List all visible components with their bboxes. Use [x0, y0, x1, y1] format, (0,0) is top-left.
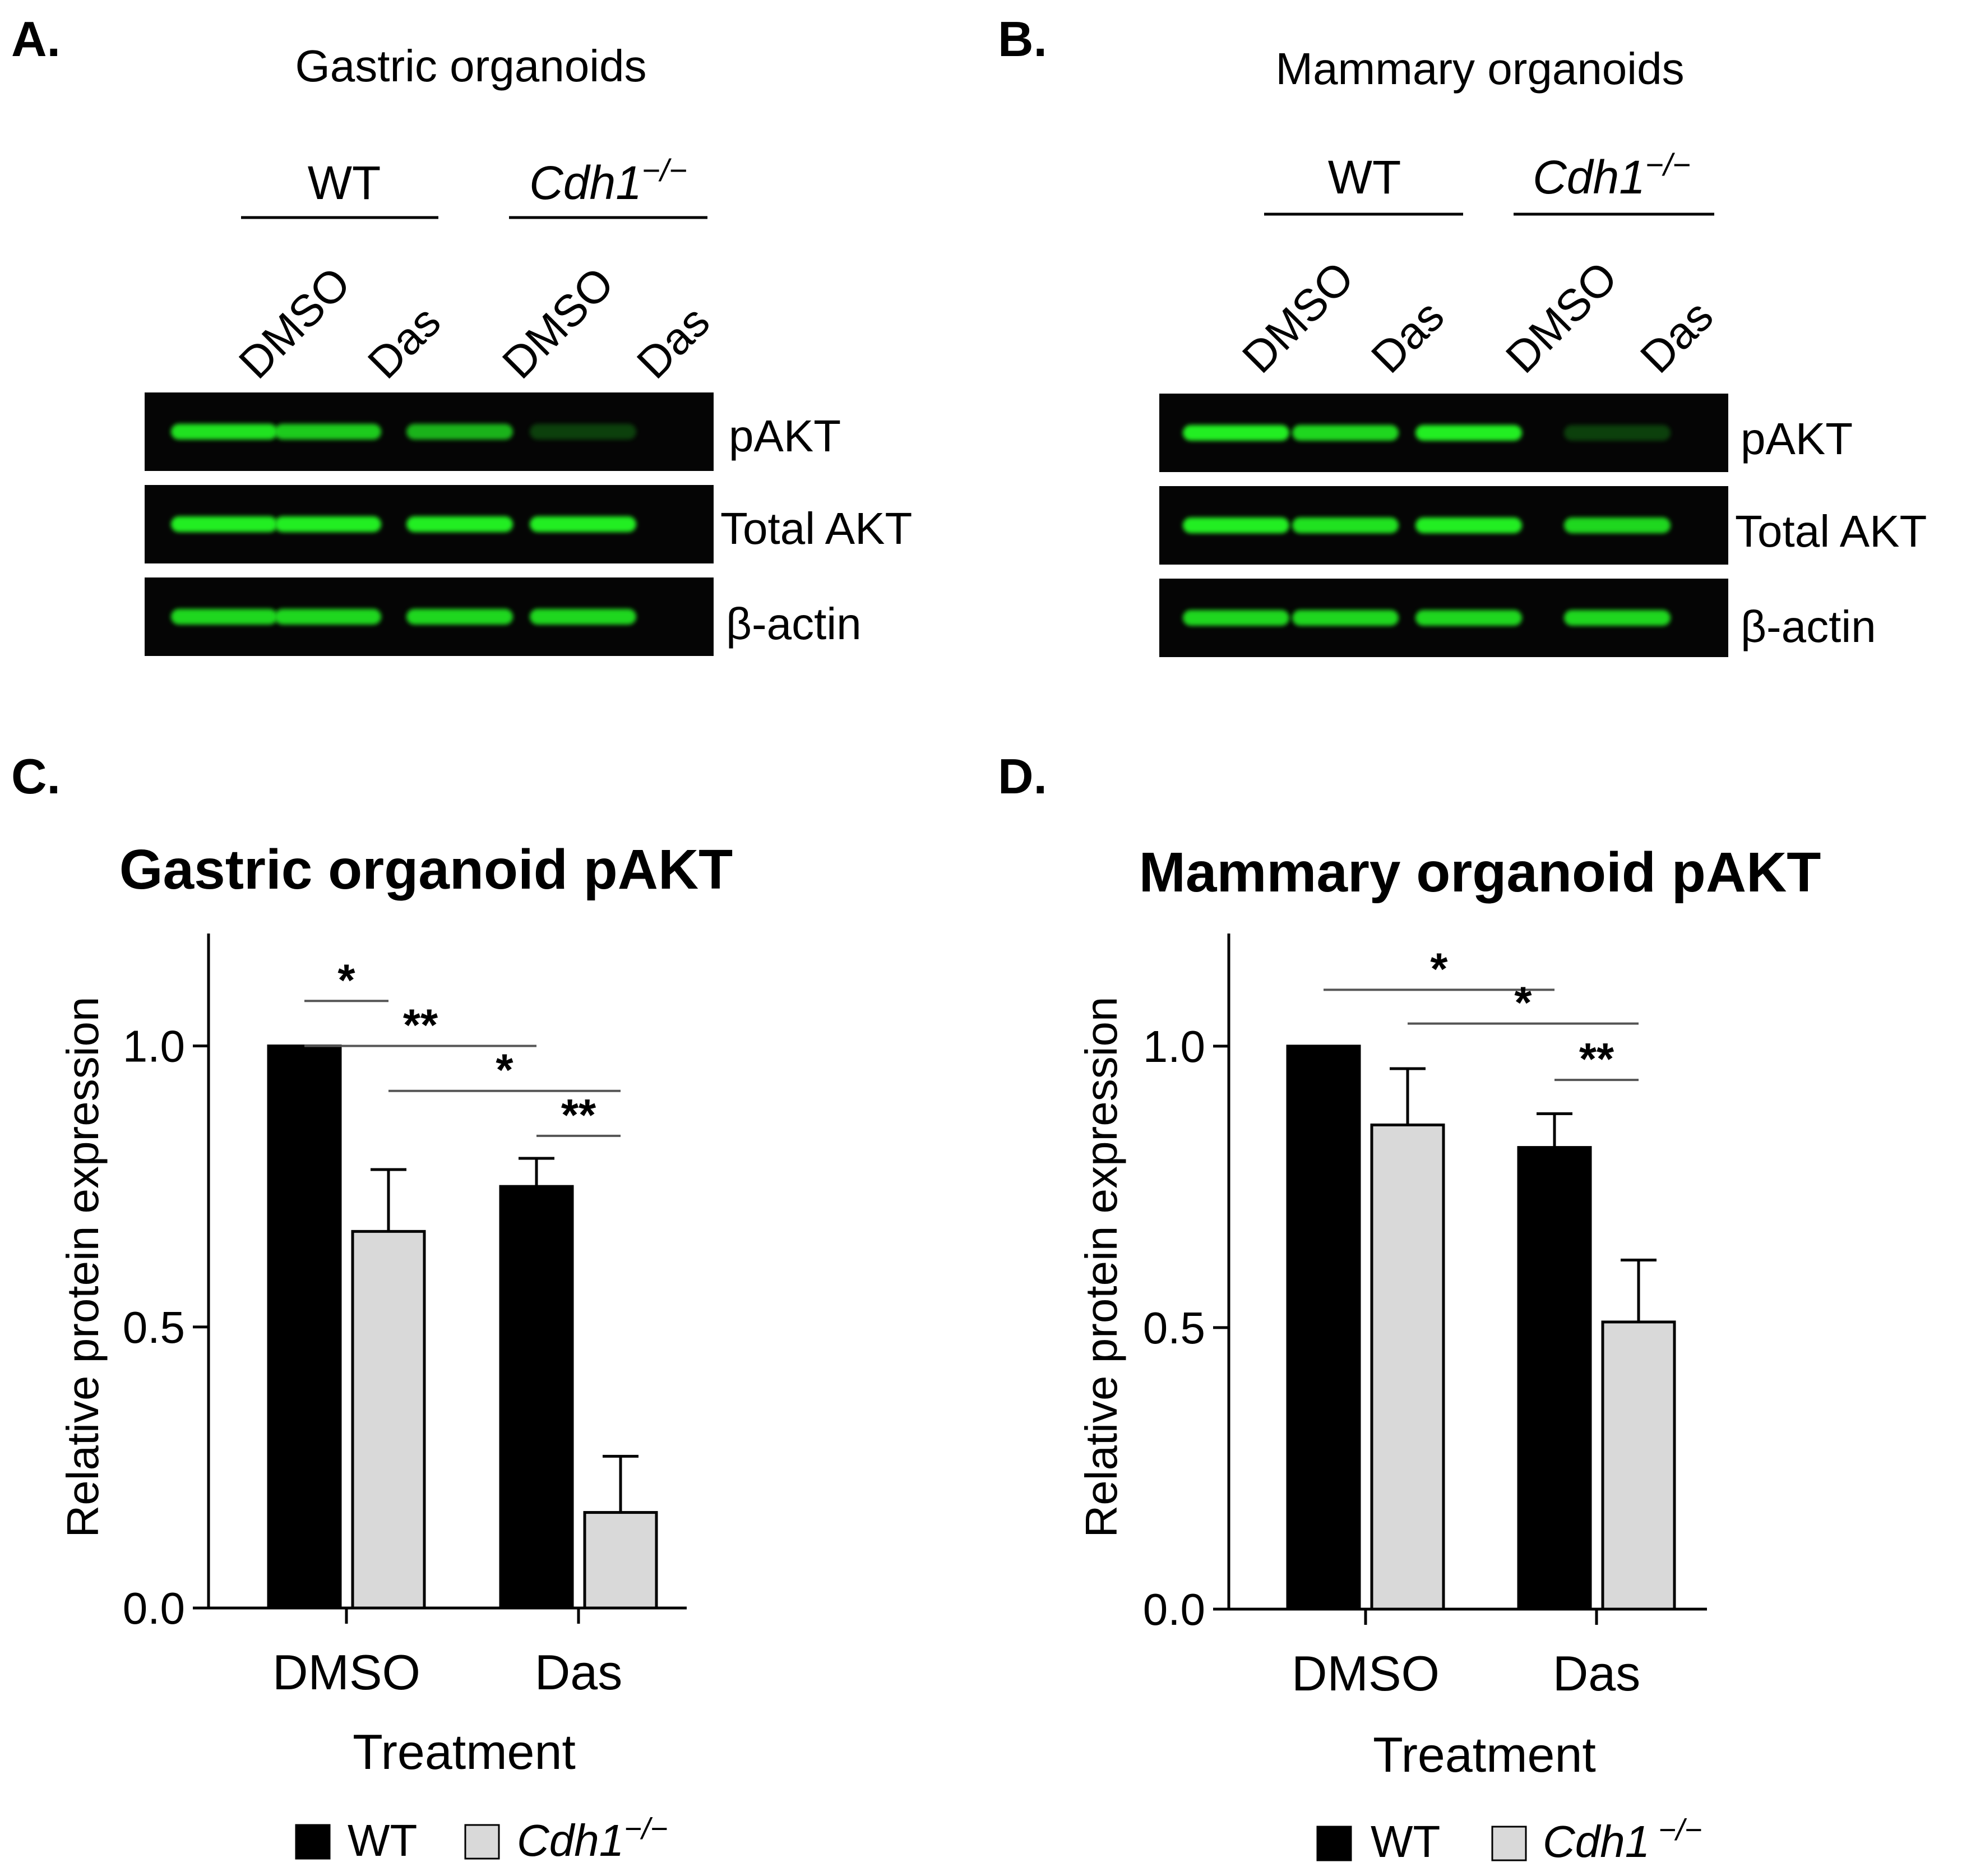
- legend: WT Cdh1−/−: [295, 1812, 668, 1865]
- blot-band: [171, 424, 277, 440]
- blot-label-pakt: pAKT: [1741, 414, 1853, 464]
- blot-band: [406, 516, 513, 532]
- panel-b-lane-label: Das: [1362, 290, 1454, 382]
- significance-label: *: [496, 1045, 513, 1095]
- panel-c: C. Gastric organoid pAKT Relative protei…: [11, 748, 733, 1865]
- x-tick-label: DMSO: [272, 1644, 420, 1700]
- panel-a-letter: A.: [11, 11, 61, 67]
- panel-a-lane-label: Das: [358, 296, 450, 388]
- significance-label: **: [403, 1000, 438, 1050]
- blot-band: [530, 516, 636, 532]
- significance-label: *: [1430, 944, 1448, 994]
- blot-band: [171, 516, 277, 532]
- legend-label-cdh1: Cdh1 −/−: [1543, 1813, 1702, 1866]
- blot-band: [1183, 517, 1289, 533]
- panel-a-blots: [145, 392, 714, 656]
- y-tick-label: 0.5: [123, 1302, 185, 1352]
- bar: [351, 1230, 426, 1610]
- blot-band: [1415, 517, 1522, 533]
- blot-band: [1564, 425, 1671, 441]
- legend-swatch-wt: [1316, 1826, 1352, 1861]
- y-tick-label: 0.0: [1143, 1584, 1205, 1634]
- panel-d-letter: D.: [998, 748, 1047, 804]
- x-tick-label: Das: [1553, 1646, 1641, 1701]
- legend: WT Cdh1 −/−: [1316, 1813, 1702, 1866]
- significance-label: **: [561, 1090, 596, 1140]
- x-axis-label: Treatment: [353, 1724, 576, 1780]
- blot-band: [171, 609, 277, 625]
- y-tick-label: 1.0: [1143, 1022, 1205, 1071]
- blot-band: [275, 609, 381, 625]
- chart-title: Gastric organoid pAKT: [119, 838, 733, 901]
- significance-label: *: [337, 955, 355, 1005]
- panel-b-lane-label: DMSO: [1233, 252, 1363, 382]
- legend-label-wt: WT: [348, 1815, 417, 1865]
- panel-c-letter: C.: [11, 748, 61, 804]
- legend-swatch-cdh1: [1491, 1826, 1527, 1861]
- blot-band: [1292, 425, 1399, 441]
- blot-band: [406, 609, 513, 625]
- panel-a-group-wt: WT: [308, 156, 381, 209]
- panel-b-group-cdh1: Cdh1−/−: [1533, 147, 1691, 204]
- panel-d: D. Mammary organoid pAKT Relative protei…: [998, 748, 1821, 1866]
- legend-label-wt: WT: [1371, 1817, 1440, 1866]
- y-tick-label: 1.0: [123, 1022, 185, 1071]
- panel-a-group-cdh1: Cdh1−/−: [529, 153, 687, 209]
- panel-a: A. Gastric organoids WT Cdh1−/− DMSO Das…: [11, 11, 912, 656]
- panel-b: B. Mammary organoids WT Cdh1−/− DMSO Das…: [998, 11, 1927, 657]
- blot-band: [275, 424, 381, 440]
- panel-b-blots: [1159, 394, 1728, 657]
- bar: [1517, 1146, 1592, 1611]
- panel-a-lane-label: DMSO: [229, 257, 360, 388]
- panel-a-title: Gastric organoids: [295, 41, 647, 91]
- y-axis-label: Relative protein expression: [58, 997, 108, 1538]
- blot-band: [1183, 425, 1289, 441]
- panel-a-lane-label: DMSO: [493, 257, 623, 388]
- blot-band: [1415, 425, 1522, 441]
- blot-label-total-akt: Total AKT: [720, 503, 912, 553]
- chart-title: Mammary organoid pAKT: [1139, 841, 1821, 904]
- blot-label-pakt: pAKT: [729, 411, 841, 461]
- blot-band: [275, 516, 381, 532]
- legend-label-cdh1: Cdh1−/−: [517, 1812, 668, 1865]
- panel-b-lane-label: DMSO: [1496, 252, 1627, 382]
- y-tick-label: 0.5: [1143, 1303, 1205, 1353]
- bar: [499, 1185, 574, 1610]
- blot-band: [406, 424, 513, 440]
- blot-band: [530, 424, 636, 440]
- x-tick-label: DMSO: [1292, 1646, 1440, 1701]
- blot-label-beta-actin: β-actin: [1741, 602, 1876, 651]
- significance-label: *: [1514, 978, 1532, 1028]
- blot-label-total-akt: Total AKT: [1735, 506, 1927, 556]
- bar: [1286, 1045, 1361, 1611]
- y-axis-label: Relative protein expression: [1076, 997, 1126, 1538]
- blot-band: [1292, 610, 1399, 626]
- panel-b-title: Mammary organoids: [1275, 44, 1684, 94]
- bar: [583, 1511, 658, 1610]
- legend-swatch-cdh1: [464, 1824, 500, 1860]
- blot-label-beta-actin: β-actin: [726, 599, 862, 649]
- panel-b-lane-label: Das: [1631, 290, 1723, 382]
- blot-band: [1415, 610, 1522, 626]
- blot-band: [1292, 517, 1399, 533]
- panel-a-lane-label: Das: [627, 296, 719, 388]
- blot-band: [1564, 517, 1671, 533]
- bar: [1601, 1320, 1676, 1611]
- significance-label: **: [1579, 1034, 1614, 1084]
- bar: [267, 1045, 342, 1610]
- blot-band: [1564, 610, 1671, 626]
- legend-swatch-wt: [295, 1824, 331, 1860]
- x-tick-label: Das: [535, 1644, 623, 1700]
- panel-b-group-wt: WT: [1328, 151, 1401, 204]
- y-tick-label: 0.0: [123, 1583, 185, 1633]
- x-axis-label: Treatment: [1373, 1727, 1596, 1782]
- bar: [1370, 1123, 1445, 1611]
- blot-band: [1183, 610, 1289, 626]
- panel-b-letter: B.: [998, 11, 1047, 67]
- blot-band: [530, 609, 636, 625]
